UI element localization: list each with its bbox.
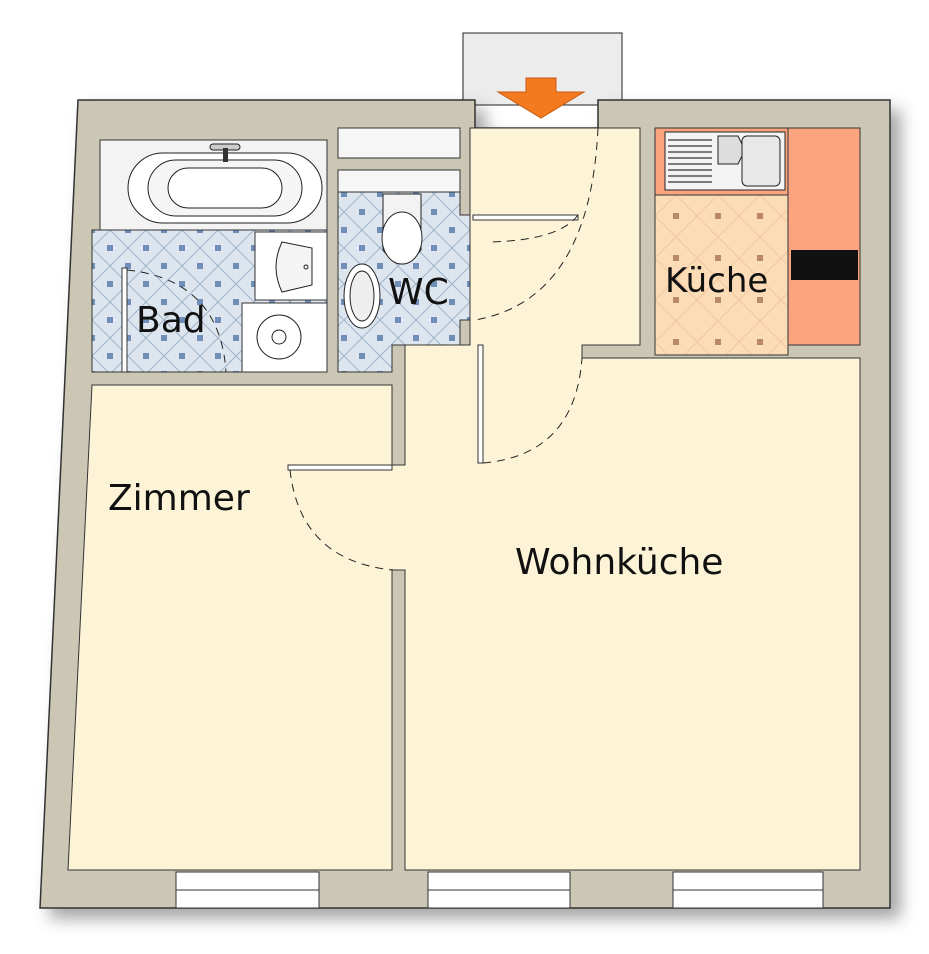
room-label-bad: Bad: [136, 300, 206, 341]
washbasin-icon: [254, 231, 328, 301]
toilet-icon: [381, 193, 423, 265]
kitchen-sink-icon: [664, 131, 786, 191]
room-label-wc: WC: [388, 272, 449, 313]
kitchen-counter-side: [787, 127, 861, 346]
door-wohnkueche: [477, 344, 583, 464]
door-zimmer: [287, 464, 393, 571]
wc-cistern: [337, 169, 461, 193]
shelf: [337, 127, 461, 159]
door-wc: [472, 127, 599, 321]
room-zimmer-floor: [67, 384, 393, 871]
room-label-kueche: Küche: [665, 261, 768, 301]
handbasin-icon: [343, 263, 381, 329]
room-label-zimmer: Zimmer: [108, 478, 250, 519]
bathtub-icon: [127, 143, 323, 224]
room-kueche-floor: [654, 194, 789, 356]
windows: [175, 871, 824, 909]
washing-machine-icon: [241, 302, 328, 373]
entrance-arrow-icon: [496, 77, 586, 119]
doorway-zimmer: [390, 467, 407, 569]
room-label-wohnkueche: Wohnküche: [515, 542, 723, 583]
door-bad: [121, 267, 227, 373]
stove-icon: [791, 250, 858, 280]
